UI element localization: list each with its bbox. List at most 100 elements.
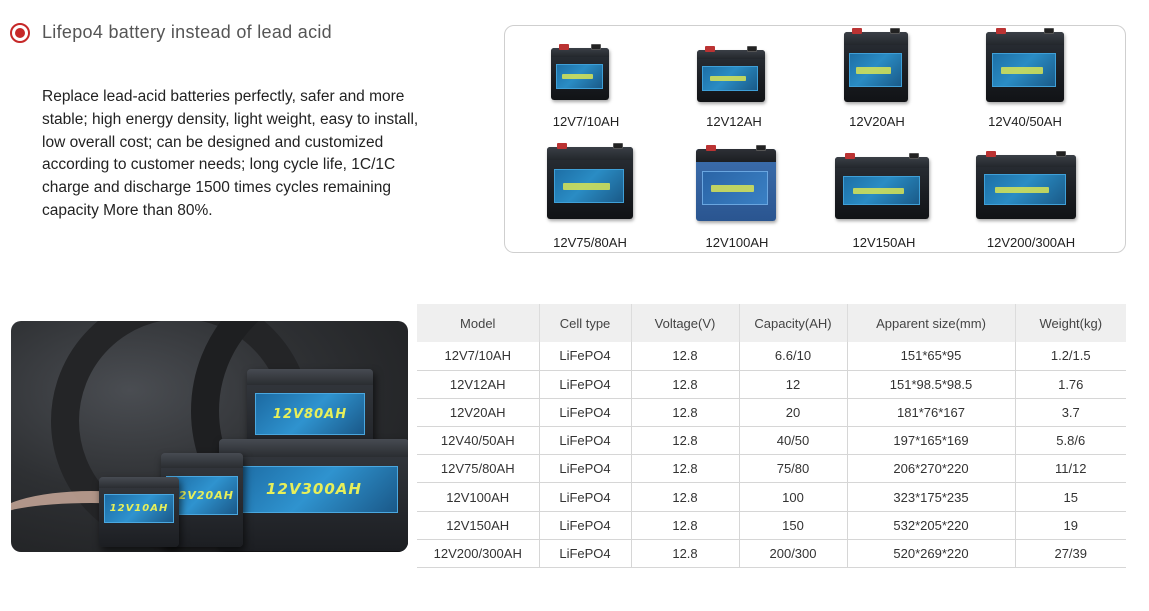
battery-image	[547, 143, 633, 219]
section-heading: Lifepo4 battery instead of lead acid	[10, 22, 332, 43]
battery-gallery: 12V7/10AH 12V12AH 12V20AH 12V40/50AH 12V…	[504, 25, 1126, 253]
cell-voltage: 12.8	[631, 482, 740, 512]
battery-image	[551, 44, 609, 100]
gallery-item-12v20: 12V20AH	[802, 26, 952, 136]
cell-model: 12V200/300AH	[417, 539, 540, 569]
cell-voltage: 12.8	[631, 398, 740, 428]
cell-capacity: 75/80	[739, 454, 848, 484]
col-header-model: Model	[417, 304, 540, 342]
cell-weight: 11/12	[1015, 454, 1126, 484]
cell-type: LiFePO4	[539, 511, 632, 540]
cell-voltage: 12.8	[631, 342, 740, 371]
cell-model: 12V100AH	[417, 482, 540, 512]
table-header-row: Model Cell type Voltage(V) Capacity(AH) …	[417, 304, 1126, 342]
cell-weight: 3.7	[1015, 398, 1126, 428]
gallery-label: 12V200/300AH	[986, 235, 1076, 250]
cell-capacity: 200/300	[739, 539, 848, 569]
cell-weight: 1.2/1.5	[1015, 342, 1126, 371]
gallery-label: 12V7/10AH	[552, 114, 620, 129]
cell-size: 197*165*169	[847, 426, 1016, 456]
cell-model: 12V20AH	[417, 398, 540, 428]
cell-weight: 19	[1015, 511, 1126, 540]
gallery-label: 12V150AH	[852, 235, 916, 250]
cell-weight: 15	[1015, 482, 1126, 512]
cell-size: 181*76*167	[847, 398, 1016, 428]
product-photo: 12V80AH 12V300AH 12V20AH 12V10AH	[11, 321, 408, 552]
battery-image-12v10: 12V10AH	[99, 477, 179, 547]
battery-image	[697, 46, 765, 102]
gallery-label: 12V20AH	[849, 114, 905, 129]
cell-type: LiFePO4	[539, 454, 632, 484]
battery-image	[844, 28, 908, 102]
battery-image	[976, 151, 1076, 219]
gallery-item-12v75: 12V75/80AH	[515, 141, 665, 253]
gallery-label: 12V40/50AH	[988, 114, 1062, 129]
cell-size: 151*98.5*98.5	[847, 370, 1016, 399]
cell-capacity: 100	[739, 482, 848, 512]
record-bullet-icon	[10, 22, 30, 43]
spec-table: Model Cell type Voltage(V) Capacity(AH) …	[417, 304, 1126, 569]
gallery-item-12v200: 12V200/300AH	[956, 141, 1106, 253]
battery-label: 12V300AH	[266, 480, 362, 499]
cell-voltage: 12.8	[631, 426, 740, 456]
heading-text: Lifepo4 battery instead of lead acid	[42, 22, 332, 42]
cell-type: LiFePO4	[539, 342, 632, 371]
cell-type: LiFePO4	[539, 482, 632, 512]
cell-weight: 27/39	[1015, 539, 1126, 569]
battery-label: 12V20AH	[170, 488, 234, 502]
cell-size: 206*270*220	[847, 454, 1016, 484]
gallery-item-12v150: 12V150AH	[809, 141, 959, 253]
gallery-item-12v40: 12V40/50AH	[950, 26, 1100, 136]
cell-capacity: 150	[739, 511, 848, 540]
cell-size: 323*175*235	[847, 482, 1016, 512]
col-header-voltage: Voltage(V)	[631, 304, 740, 342]
gallery-item-12v12: 12V12AH	[659, 26, 809, 136]
cell-voltage: 12.8	[631, 539, 740, 569]
cell-model: 12V75/80AH	[417, 454, 540, 484]
cell-size: 151*65*95	[847, 342, 1016, 371]
col-header-size: Apparent size(mm)	[847, 304, 1016, 342]
battery-image-12v300: 12V300AH	[219, 439, 408, 551]
col-header-capacity: Capacity(AH)	[739, 304, 848, 342]
cell-weight: 5.8/6	[1015, 426, 1126, 456]
battery-label: 12V80AH	[272, 406, 348, 422]
cell-type: LiFePO4	[539, 370, 632, 399]
battery-image	[835, 153, 929, 219]
battery-image	[986, 28, 1064, 102]
cell-voltage: 12.8	[631, 370, 740, 399]
cell-voltage: 12.8	[631, 511, 740, 540]
cell-model: 12V150AH	[417, 511, 540, 540]
cell-capacity: 12	[739, 370, 848, 399]
cell-type: LiFePO4	[539, 398, 632, 428]
cell-capacity: 20	[739, 398, 848, 428]
cell-type: LiFePO4	[539, 426, 632, 456]
gallery-label: 12V75/80AH	[553, 235, 627, 250]
gallery-label: 12V12AH	[706, 114, 762, 129]
cell-capacity: 6.6/10	[739, 342, 848, 371]
cell-model: 12V7/10AH	[417, 342, 540, 371]
cell-type: LiFePO4	[539, 539, 632, 569]
gallery-item-12v100: 12V100AH	[662, 141, 812, 253]
cell-weight: 1.76	[1015, 370, 1126, 399]
cell-size: 532*205*220	[847, 511, 1016, 540]
battery-image	[696, 145, 776, 221]
gallery-label: 12V100AH	[705, 235, 769, 250]
cell-size: 520*269*220	[847, 539, 1016, 569]
gallery-item-12v7: 12V7/10AH	[511, 26, 661, 136]
battery-label: 12V10AH	[109, 502, 169, 514]
cell-model: 12V40/50AH	[417, 426, 540, 456]
description-paragraph: Replace lead-acid batteries perfectly, s…	[42, 88, 419, 219]
col-header-weight: Weight(kg)	[1015, 304, 1126, 342]
cell-model: 12V12AH	[417, 370, 540, 399]
col-header-cell-type: Cell type	[539, 304, 632, 342]
cell-voltage: 12.8	[631, 454, 740, 484]
cell-capacity: 40/50	[739, 426, 848, 456]
